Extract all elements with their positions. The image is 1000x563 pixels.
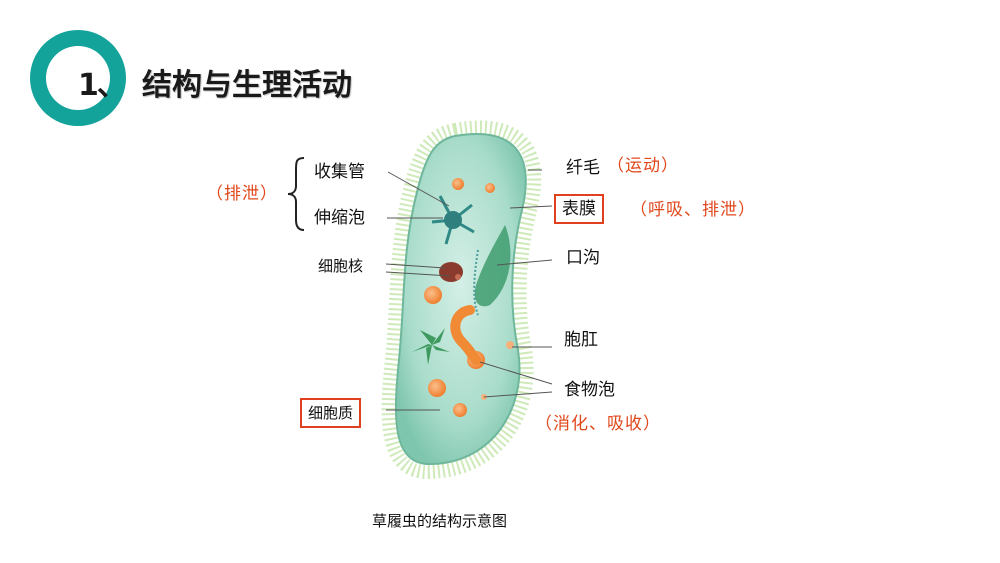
label-contractile-vacuole: 伸缩泡 [314, 208, 365, 228]
label-nucleus: 细胞核 [318, 257, 364, 275]
badge-inner-circle [46, 46, 110, 110]
section-number-badge [30, 30, 126, 126]
label-collecting-canal: 收集管 [314, 162, 365, 182]
grouping-brace [287, 157, 305, 231]
leader-lines [385, 169, 553, 411]
function-pellicle: （呼吸、排泄） [630, 200, 756, 220]
page-title: 结构与生理活动 [142, 68, 352, 103]
function-food-vacuole: （消化、吸收） [535, 414, 661, 434]
contractile-vacuole-shape [431, 195, 475, 245]
label-cilia: 纤毛 [566, 158, 600, 178]
label-food-vacuole: 食物泡 [564, 380, 615, 400]
label-cytoplasm: 细胞质 [300, 398, 362, 428]
label-anal-pore: 胞肛 [564, 330, 598, 350]
function-excretion: （排泄） [206, 184, 278, 204]
oral-groove-shape [474, 225, 511, 307]
function-cilia: （运动） [607, 156, 679, 176]
gullet-shape [450, 305, 481, 365]
figure-caption: 草履虫的结构示意图 [372, 512, 508, 530]
cilia-fringe [381, 120, 542, 479]
oral-groove-edge [473, 249, 479, 316]
posterior-vacuole-shape [412, 328, 450, 365]
label-pellicle: 表膜 [554, 194, 604, 224]
cell-body [394, 133, 527, 466]
label-oral-groove: 口沟 [566, 248, 600, 268]
section-number: 1、 [78, 68, 127, 103]
